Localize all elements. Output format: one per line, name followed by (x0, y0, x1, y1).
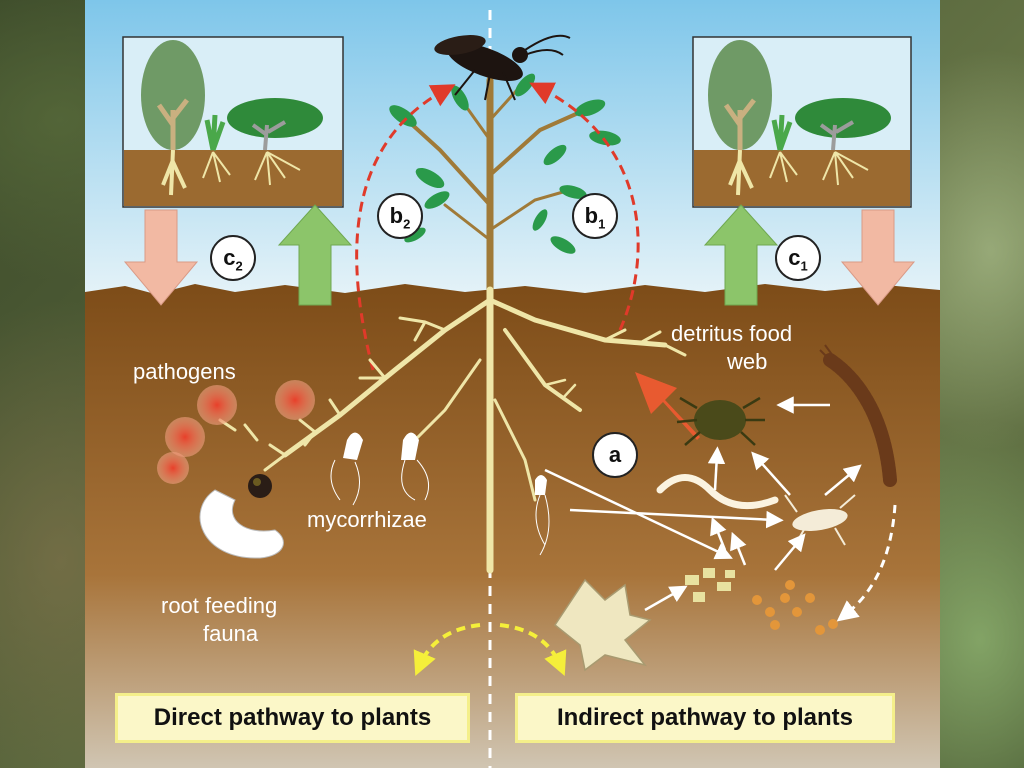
indirect-pathway-box: Indirect pathway to plants (515, 693, 895, 743)
label-detritus-food-web-line1: detritus food (671, 321, 793, 346)
label-detritus-food-web-line2: web (727, 349, 768, 374)
feedback-arrow-b2 (355, 84, 456, 371)
diagram-artwork (85, 0, 940, 768)
herbivore-insect (434, 34, 571, 101)
nematode-worm (656, 474, 779, 510)
pathogen-spots (157, 380, 315, 484)
yellow-arrow-indirect (499, 623, 567, 677)
plant-shoot (405, 76, 587, 294)
label-root-feeding-fauna-line1: root feeding (161, 593, 278, 618)
inset-landscape-left (122, 36, 344, 208)
marker-c1: c1 (775, 235, 821, 281)
arrow-up-right (703, 204, 779, 306)
plant-leaves (389, 73, 621, 254)
marker-b1: b1 (572, 193, 618, 239)
centipede (819, 344, 897, 487)
diagram-panel: pathogens detritus food web mycorrhizae … (85, 0, 940, 768)
dashed-white-arrow (836, 504, 897, 622)
springtail (784, 494, 856, 546)
marker-c2: c2 (210, 235, 256, 281)
grub-larva (199, 474, 284, 559)
root-system (218, 286, 687, 574)
mite (676, 396, 765, 446)
food-web-arrows (544, 396, 862, 612)
marker-b2: b2 (377, 193, 423, 239)
marker-a: a (592, 432, 638, 478)
inset-landscape-right (692, 36, 912, 208)
fecal-pellets (752, 580, 838, 635)
feedback-arrow-b1 (529, 82, 640, 331)
leaf-litter (553, 578, 652, 672)
arrow-down-left (123, 209, 199, 306)
red-arrow-a (635, 372, 700, 440)
arrow-down-right (840, 209, 916, 306)
arrow-up-left (277, 204, 353, 306)
label-pathogens: pathogens (133, 359, 236, 384)
label-root-feeding-fauna-line2: fauna (203, 621, 259, 646)
mycorrhizae-structures (330, 432, 550, 556)
label-mycorrhizae: mycorrhizae (307, 507, 427, 532)
yellow-arrow-direct (413, 623, 481, 677)
organic-particles (685, 568, 735, 602)
direct-pathway-box: Direct pathway to plants (115, 693, 470, 743)
